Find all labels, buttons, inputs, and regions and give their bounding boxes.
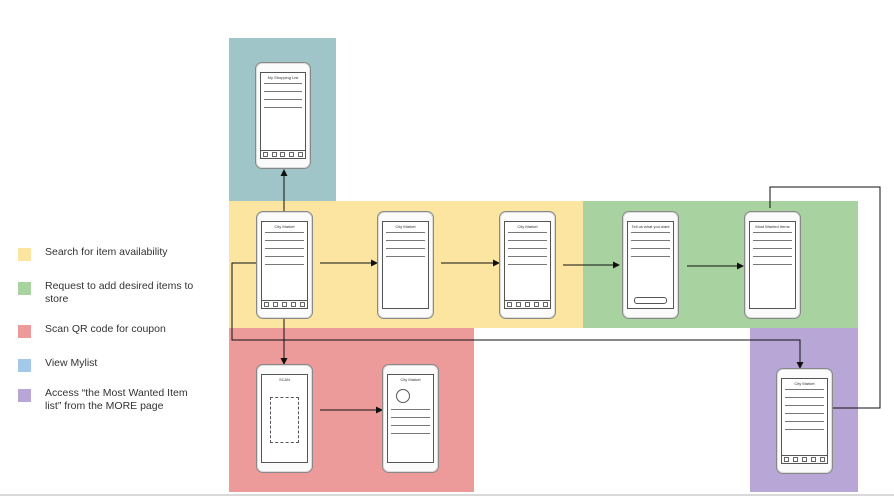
tab-bar [782,455,827,463]
bottom-divider [0,494,894,496]
phone-results: City Market [499,211,556,319]
legend-item-scan: Scan QR code for coupon [18,323,195,338]
tab-bar [262,300,307,308]
submit-button[interactable] [634,297,667,304]
legend-item-request: Request to add desired items to store [18,280,195,305]
phone-more: City Market [776,368,833,474]
screen-title: City Market [794,381,815,386]
phone-request-form: Tell us what you want [622,211,679,319]
screen-title: City Market [400,377,421,382]
screen-most-wanted: Most Wanted Items [749,221,796,309]
legend-swatch-most-wanted [18,389,31,402]
screen-more: City Market [781,378,828,464]
screen-search: City Market [382,221,429,309]
scan-frame [270,397,299,443]
legend-item-most-wanted: Access “the Most Wanted Item list” from … [18,387,195,412]
screen-results: City Market [504,221,551,309]
phone-coupon: City Market [382,364,439,473]
screen-mylist: My Shopping List [260,72,306,159]
screen-title: My Shopping List [267,75,299,80]
phone-scan: SCAN [256,364,313,473]
phone-search: City Market [377,211,434,319]
legend-item-mylist: View Mylist [18,357,195,372]
screen-request-form: Tell us what you want [627,221,674,309]
legend-item-search: Search for item availability [18,246,195,261]
legend-swatch-scan [18,325,31,338]
legend-label: Scan QR code for coupon [45,323,166,335]
legend-label: Request to add desired items to store [45,280,194,305]
legend-swatch-request [18,282,31,295]
connector-home-left-loop [231,262,804,369]
screen-title: City Market [517,224,538,229]
tab-bar [261,150,305,158]
screen-title: City Market [395,224,416,229]
legend-label: Search for item availability [45,246,168,258]
screen-title: City Market [274,224,295,229]
phone-mylist: My Shopping List [255,62,311,169]
screen-title: SCAN [278,377,291,382]
screen-home: City Market [261,221,308,309]
legend-label: View Mylist [45,357,98,369]
phone-most-wanted: Most Wanted Items [744,211,801,319]
screen-scan: SCAN [261,374,308,463]
screen-title: Most Wanted Items [755,224,790,229]
connector-more-to-most-wanted [769,186,881,409]
phone-home: City Market [256,211,313,319]
legend-label: Access “the Most Wanted Item list” from … [45,387,188,412]
legend-swatch-search [18,248,31,261]
coupon-face-icon [396,389,410,403]
legend-swatch-mylist [18,359,31,372]
screen-title: Tell us what you want [631,224,670,229]
tab-bar [505,300,550,308]
screen-coupon: City Market [387,374,434,463]
